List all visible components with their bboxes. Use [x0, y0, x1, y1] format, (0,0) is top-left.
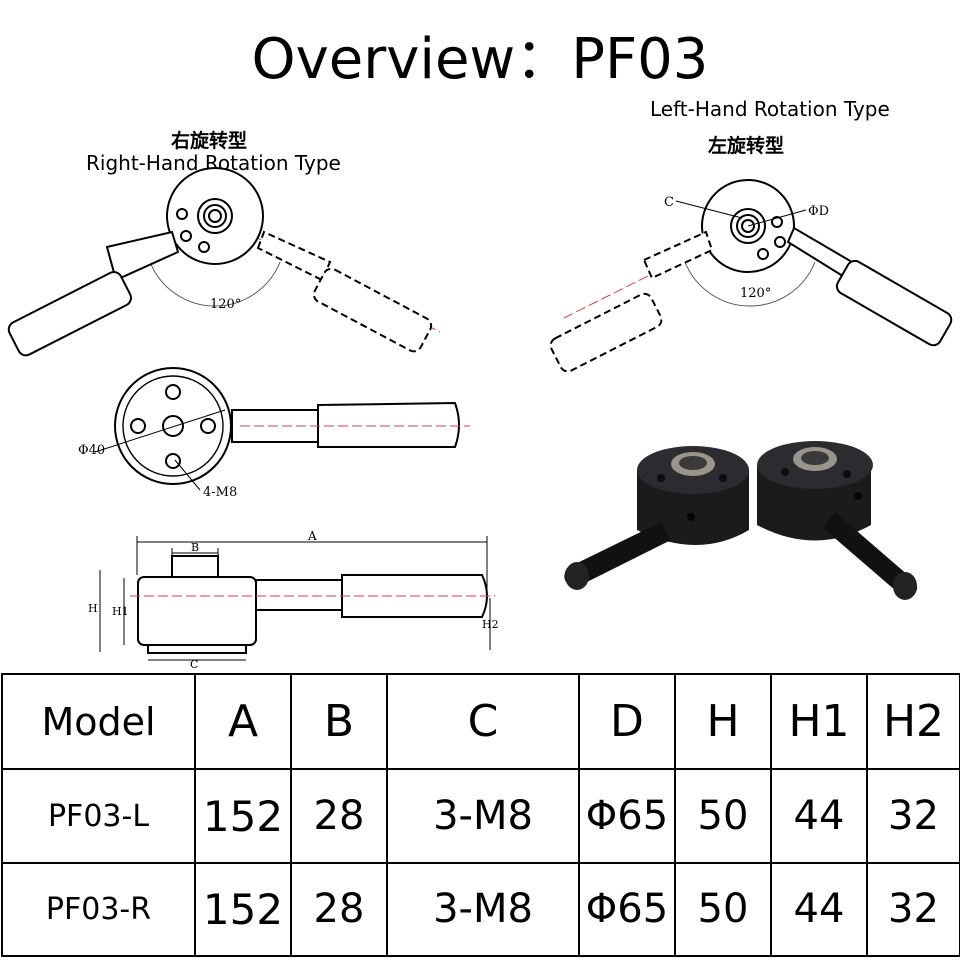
cell-a: 152	[194, 768, 292, 864]
dimension-c-label: C	[190, 658, 198, 671]
dimension-h2-label: H2	[482, 618, 499, 631]
callout-diameter: ΦD	[808, 204, 829, 219]
handle-grip	[317, 401, 460, 448]
right-hand-rotation-diagram: 120°	[7, 167, 441, 357]
right-angle-label: 120°	[210, 297, 241, 312]
callout-c: C	[664, 195, 674, 210]
dimension-b-label: B	[191, 541, 199, 554]
cell-c: 3-M8	[386, 768, 580, 864]
dimension-a-label: A	[307, 529, 317, 543]
handle-stem	[255, 579, 345, 611]
product-photo	[553, 400, 953, 655]
right-hand-label-cn: 右旋转型	[171, 130, 248, 152]
header-c: C	[386, 672, 580, 771]
dimension-h1-label: H1	[112, 605, 129, 618]
cell-h1: 44	[770, 768, 868, 864]
header-d: D	[578, 672, 676, 771]
top-view-drawing: Φ40 4-M8	[78, 367, 470, 500]
cell-h: 50	[674, 861, 772, 958]
left-hand-label-en: Left-Hand Rotation Type	[650, 97, 890, 121]
rotation-arc	[149, 261, 281, 307]
dimension-h-label: H	[88, 602, 98, 615]
body-block	[137, 576, 257, 646]
cell-c: 3-M8	[386, 861, 580, 958]
header-h: H	[674, 672, 772, 771]
cell-model: PF03-R	[1, 861, 196, 958]
cell-h2: 32	[866, 861, 960, 958]
left-hand-rotation-diagram: C ΦD 120°	[549, 179, 953, 373]
header-b: B	[290, 672, 388, 771]
handle-grip	[835, 259, 953, 347]
cell-h2: 32	[866, 768, 960, 864]
page-title: Overview：PF03	[251, 27, 709, 92]
table-row: PF03-L 152 28 3-M8 Φ65 50 44 32	[1, 768, 960, 864]
rotation-arc	[684, 261, 816, 307]
cell-h1: 44	[770, 861, 868, 958]
header-h2: H2	[866, 672, 960, 771]
header-model: Model	[1, 672, 196, 771]
cell-model: PF03-L	[1, 768, 196, 864]
diameter-label: Φ40	[78, 443, 105, 458]
header-a: A	[194, 672, 292, 771]
cell-d: Φ65	[578, 768, 676, 864]
handle-stem	[105, 230, 180, 282]
cell-d: Φ65	[578, 861, 676, 958]
left-hand-label-cn: 左旋转型	[708, 135, 785, 157]
cell-b: 28	[290, 861, 388, 958]
spec-table: Model A B C D H H1 H2 PF03-L 152 28 3-M8…	[1, 672, 960, 958]
holes-label: 4-M8	[203, 485, 237, 500]
cell-a: 152	[194, 861, 292, 958]
handle-grip	[7, 271, 132, 357]
handle-stem	[786, 226, 854, 280]
table-header-row: Model A B C D H H1 H2	[1, 672, 960, 771]
cell-h: 50	[674, 768, 772, 864]
knob-body	[166, 167, 264, 265]
cell-b: 28	[290, 768, 388, 864]
side-view-drawing: A B C H H1 H2	[88, 529, 499, 671]
table-row: PF03-R 152 28 3-M8 Φ65 50 44 32	[1, 861, 960, 958]
left-angle-label: 120°	[740, 286, 771, 301]
header-h1: H1	[770, 672, 868, 771]
product-right-unit	[757, 441, 918, 600]
product-left-unit	[564, 446, 749, 590]
